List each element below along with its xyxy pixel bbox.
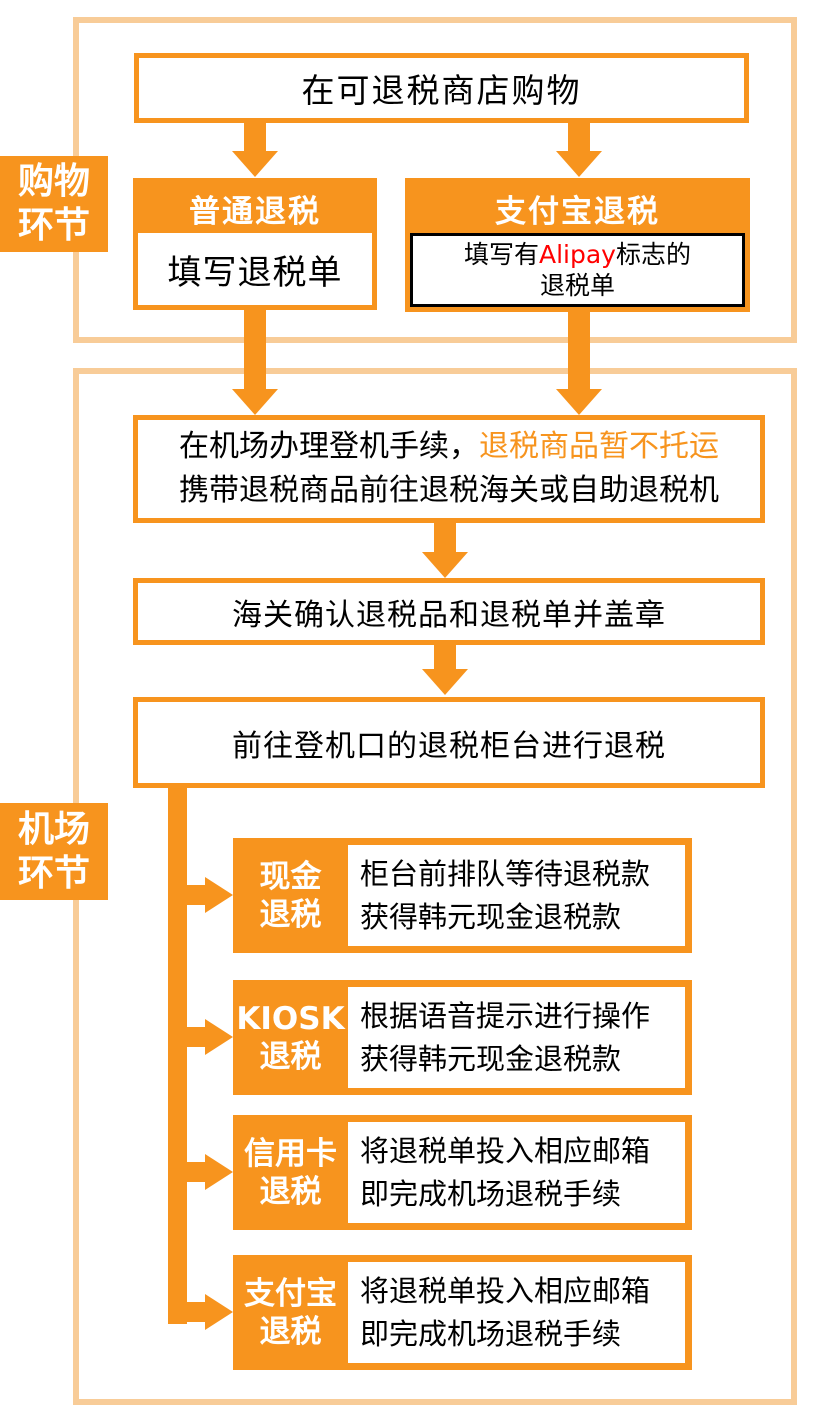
alipay-refund-body-line2: 退税单 xyxy=(539,271,615,300)
kiosk-refund-desc-line1: 根据语音提示进行操作 xyxy=(360,998,651,1033)
alipay-body-suffix: 标志的 xyxy=(615,240,691,269)
arrow-normal-to-airport xyxy=(244,308,266,389)
checkin-line2: 携带退税商品前往退税海关或自助退税机 xyxy=(179,473,719,508)
kiosk-refund-label-line2: 退税 xyxy=(259,1038,322,1075)
alipay-refund-body-line1: 填写有Alipay标志的 xyxy=(464,239,691,270)
creditcard-refund-option: 信用卡 退税 将退税单投入相应邮箱 即完成机场退税手续 xyxy=(233,1115,692,1230)
alipay-body-prefix: 填写有 xyxy=(463,240,539,269)
creditcard-refund-desc: 将退税单投入相应邮箱 即完成机场退税手续 xyxy=(348,1122,685,1223)
options-branch-line xyxy=(168,786,187,1324)
normal-refund-body: 填写退税单 xyxy=(138,233,372,305)
arrow-customs-to-counter-head xyxy=(422,669,468,695)
alipay-refund-header-text: 支付宝退税 xyxy=(495,193,660,230)
normal-refund-body-text: 填写退税单 xyxy=(167,252,343,293)
arrow-normal-to-airport-head xyxy=(232,389,278,415)
arrow-alipay-to-airport xyxy=(568,310,590,389)
arrow-to-alipay-option xyxy=(168,1302,208,1322)
shopping-stage-label: 购物 环节 xyxy=(0,156,108,252)
normal-refund-box: 普通退税 填写退税单 xyxy=(133,178,377,310)
cash-refund-option: 现金 退税 柜台前排队等待退税款 获得韩元现金退税款 xyxy=(233,838,692,953)
alipay-refund-option-desc-line2: 即完成机场退税手续 xyxy=(360,1316,622,1351)
checkin-line1-black: 在机场办理登机手续， xyxy=(179,429,479,464)
kiosk-refund-desc-line2: 获得韩元现金退税款 xyxy=(360,1041,622,1076)
kiosk-refund-label: KIOSK 退税 xyxy=(233,980,348,1095)
normal-refund-header-text: 普通退税 xyxy=(189,193,321,230)
cash-refund-desc-line2: 获得韩元现金退税款 xyxy=(360,899,622,934)
creditcard-refund-desc-line1: 将退税单投入相应邮箱 xyxy=(360,1133,651,1168)
alipay-refund-header: 支付宝退税 xyxy=(410,183,745,233)
kiosk-refund-option: KIOSK 退税 根据语音提示进行操作 获得韩元现金退税款 xyxy=(233,980,692,1095)
arrow-alipay-to-airport-head xyxy=(556,389,602,415)
alipay-refund-option: 支付宝 退税 将退税单投入相应邮箱 即完成机场退税手续 xyxy=(233,1255,692,1370)
alipay-refund-option-desc-line1: 将退税单投入相应邮箱 xyxy=(360,1273,651,1308)
customs-stamp-text: 海关确认退税品和退税单并盖章 xyxy=(232,597,666,633)
alipay-refund-body: 填写有Alipay标志的 退税单 xyxy=(410,233,745,307)
normal-refund-header: 普通退税 xyxy=(138,183,372,233)
shopping-stage-label-line1: 购物 xyxy=(17,161,90,202)
cash-refund-label-line2: 退税 xyxy=(259,896,322,933)
arrow-to-alipay-refund-head xyxy=(556,151,602,177)
arrow-checkin-to-customs xyxy=(434,521,456,552)
arrow-to-normal-refund xyxy=(244,123,266,151)
alipay-refund-option-desc: 将退税单投入相应邮箱 即完成机场退税手续 xyxy=(348,1262,685,1363)
alipay-refund-option-label: 支付宝 退税 xyxy=(233,1255,348,1370)
airport-stage-label-line1: 机场 xyxy=(17,808,90,850)
cash-refund-desc-line1: 柜台前排队等待退税款 xyxy=(360,856,651,891)
arrow-to-cash-option-head xyxy=(205,877,233,913)
alipay-refund-box: 支付宝退税 填写有Alipay标志的 退税单 xyxy=(405,178,750,312)
airport-checkin-box: 在机场办理登机手续，退税商品暂不托运 携带退税商品前往退税海关或自助退税机 xyxy=(133,415,765,523)
kiosk-refund-desc: 根据语音提示进行操作 获得韩元现金退税款 xyxy=(348,987,685,1088)
store-purchase-text: 在可退税商店购物 xyxy=(301,71,582,110)
creditcard-refund-label-line1: 信用卡 xyxy=(244,1135,337,1172)
arrow-checkin-to-customs-head xyxy=(422,552,468,578)
arrow-to-creditcard-option xyxy=(168,1162,208,1182)
arrow-to-kiosk-option xyxy=(168,1027,208,1047)
creditcard-refund-label-line2: 退税 xyxy=(259,1173,322,1210)
arrow-to-cash-option xyxy=(168,885,208,905)
arrow-customs-to-counter xyxy=(434,643,456,669)
cash-refund-label: 现金 退税 xyxy=(233,838,348,953)
arrow-to-kiosk-option-head xyxy=(205,1019,233,1055)
creditcard-refund-label: 信用卡 退税 xyxy=(233,1115,348,1230)
arrow-to-alipay-refund xyxy=(568,123,590,151)
arrow-to-creditcard-option-head xyxy=(205,1154,233,1190)
kiosk-refund-label-line1: KIOSK xyxy=(236,1000,345,1037)
checkin-line1: 在机场办理登机手续，退税商品暂不托运 xyxy=(179,425,719,469)
cash-refund-desc: 柜台前排队等待退税款 获得韩元现金退税款 xyxy=(348,845,685,946)
checkin-line1-orange: 退税商品暂不托运 xyxy=(479,429,719,464)
alipay-refund-option-label-line2: 退税 xyxy=(259,1313,322,1350)
arrow-to-alipay-option-head xyxy=(205,1294,233,1330)
refund-counter-box: 前往登机口的退税柜台进行退税 xyxy=(133,697,765,788)
airport-stage-label: 机场 环节 xyxy=(0,803,108,900)
airport-stage-label-line2: 环节 xyxy=(17,852,90,894)
store-purchase-box: 在可退税商店购物 xyxy=(134,53,749,123)
arrow-to-normal-refund-head xyxy=(232,151,278,177)
customs-stamp-box: 海关确认退税品和退税单并盖章 xyxy=(133,578,765,645)
shopping-stage-label-line2: 环节 xyxy=(17,205,90,246)
alipay-brand-text: Alipay xyxy=(539,240,616,269)
alipay-refund-option-label-line1: 支付宝 xyxy=(244,1275,337,1312)
cash-refund-label-line1: 现金 xyxy=(259,858,322,895)
refund-counter-text: 前往登机口的退税柜台进行退税 xyxy=(232,728,666,764)
creditcard-refund-desc-line2: 即完成机场退税手续 xyxy=(360,1176,622,1211)
